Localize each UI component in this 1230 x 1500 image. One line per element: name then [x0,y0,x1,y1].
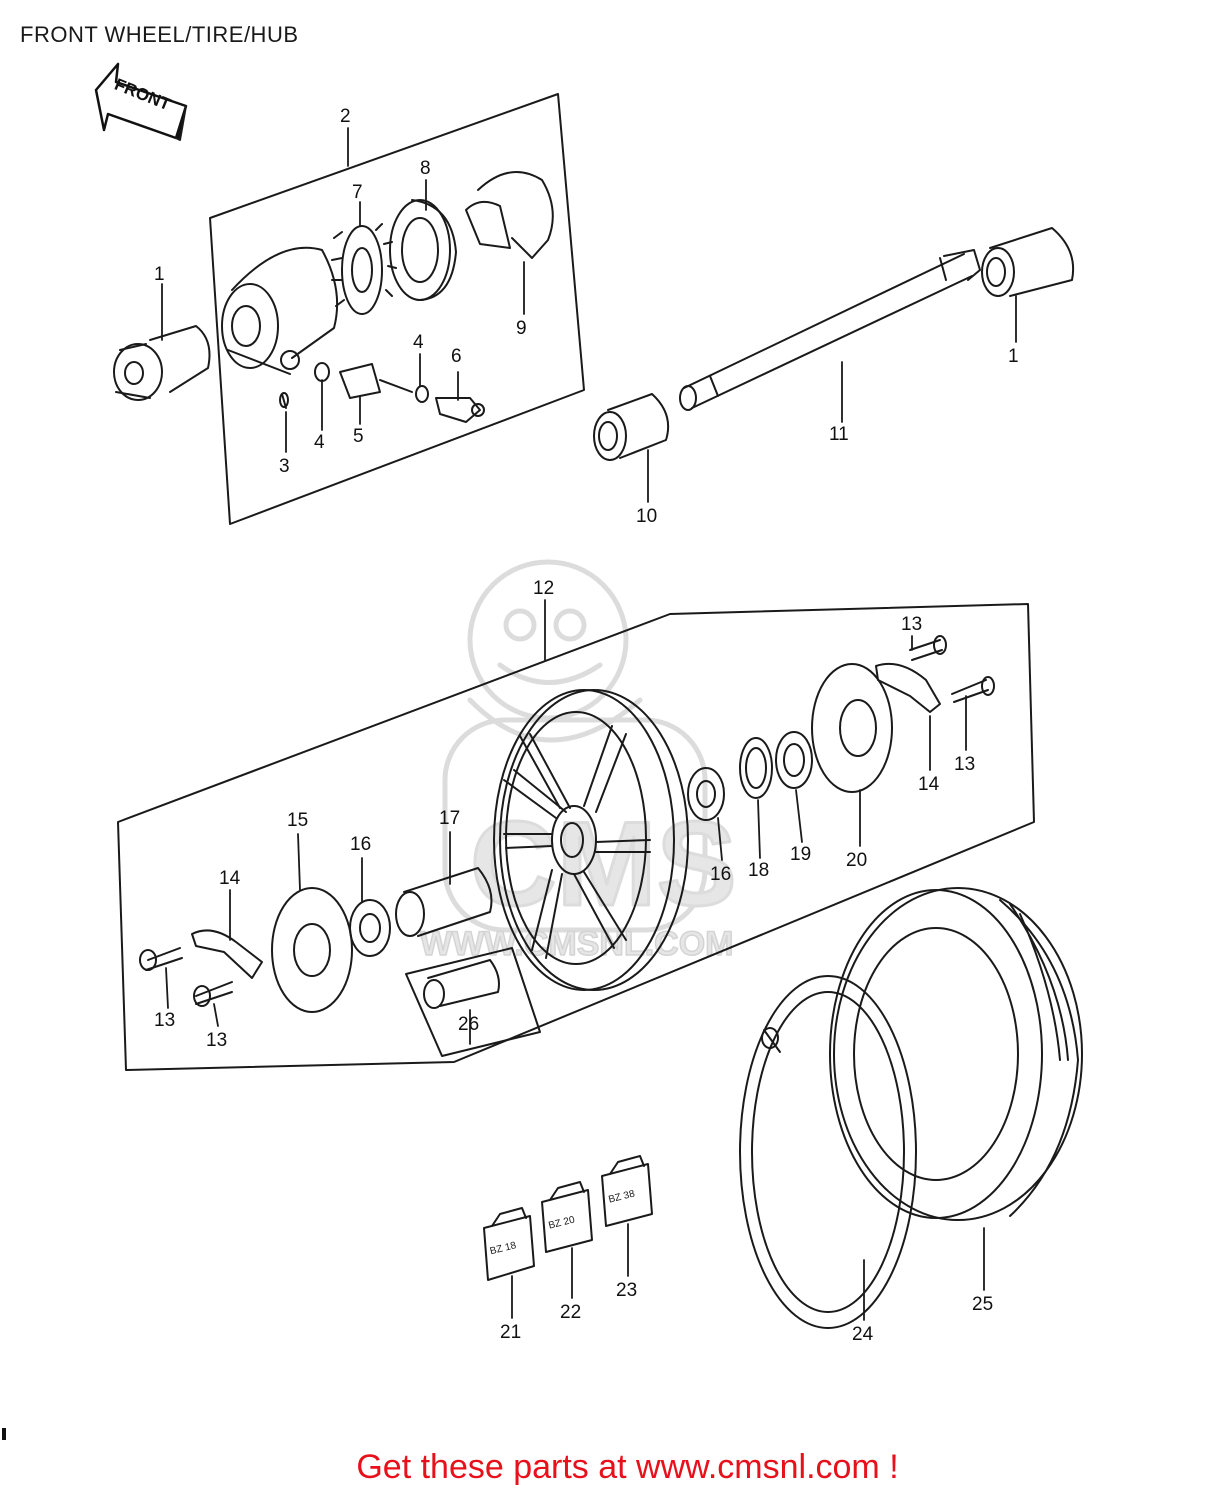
callout-11: 11 [829,424,849,445]
corner-mark [2,1428,6,1440]
callout-3: 3 [279,456,290,477]
part-oil-seal [389,199,457,301]
callout-16-right: 16 [710,864,731,885]
callout-2: 2 [340,106,351,127]
part-inner-tube [739,975,917,1329]
part-drive-retainer [465,171,554,259]
callout-21: 21 [500,1322,521,1343]
callout-14-left: 14 [219,868,241,889]
tag-22-text: BZ 20 [547,1214,576,1231]
cmsnl-watermark: CMS WWW.CMSNL.COM [419,559,738,964]
callout-25: 25 [972,1294,993,1315]
speedo-group-box [209,93,585,525]
callout-7: 7 [352,182,363,203]
part-axle-spacer [593,393,670,461]
callout-19: 19 [790,844,811,865]
callout-13-top: 13 [901,614,922,635]
watermark-url: WWW.CMSNL.COM [420,925,734,963]
callout-numbers: 1 2 7 8 9 1 4 6 3 4 5 11 10 12 13 13 14 … [154,106,1019,1345]
part-axle-collar-right [981,227,1074,297]
footer-promo[interactable]: Get these parts at www.cmsnl.com ! [0,1448,1230,1487]
callout-8: 8 [420,158,431,179]
callout-18: 18 [748,860,769,881]
callout-4-upper: 4 [413,332,424,353]
callout-15: 15 [287,810,308,831]
front-arrow-icon: FRONT [94,62,188,141]
callout-17: 17 [439,808,460,829]
part-left-hub-components [139,867,541,1057]
part-axle-collar-left [113,325,211,401]
part-small-fasteners [279,362,485,423]
callout-26: 26 [458,1014,479,1035]
part-balance-weights: BZ 18 BZ 20 BZ 38 [483,1155,653,1281]
callout-14-right: 14 [918,774,940,795]
callout-13-right: 13 [954,754,975,775]
callout-22: 22 [560,1302,581,1323]
callout-9: 9 [516,318,527,339]
part-tire [829,887,1083,1221]
watermark-brand: CMS [470,797,737,931]
callout-5: 5 [353,426,364,447]
callout-20: 20 [846,850,867,871]
balance-weight-21: BZ 18 [483,1207,535,1281]
balance-weight-22: BZ 20 [541,1181,593,1253]
footer-promo-text[interactable]: Get these parts at www.cmsnl.com ! [356,1448,899,1486]
part-cast-wheel [493,689,689,991]
callout-13-left-a: 13 [154,1010,175,1031]
callout-16-left: 16 [350,834,371,855]
balance-weight-23: BZ 38 [601,1155,653,1227]
callout-1-right: 1 [1008,346,1019,367]
callout-12: 12 [533,578,554,599]
wheel-group-box [117,603,1035,1071]
tag-21-text: BZ 18 [489,1240,518,1257]
part-speedo-gear-housing [221,246,339,375]
callout-23: 23 [616,1280,637,1301]
leader-lines [161,127,1017,1321]
page-title: FRONT WHEEL/TIRE/HUB [20,22,299,47]
callout-24: 24 [852,1324,874,1345]
callout-10: 10 [636,506,657,527]
callout-13-left-b: 13 [206,1030,227,1051]
exploded-parts-diagram: CMS WWW.CMSNL.COM FRONT [2,62,1083,1440]
callout-4-lower: 4 [314,432,325,453]
tag-23-text: BZ 38 [607,1188,636,1205]
part-speedo-drive-gear [331,223,397,315]
callout-6: 6 [451,346,462,367]
part-front-axle [679,249,981,411]
callout-1-left: 1 [154,264,165,285]
part-right-hub-components [687,635,995,821]
